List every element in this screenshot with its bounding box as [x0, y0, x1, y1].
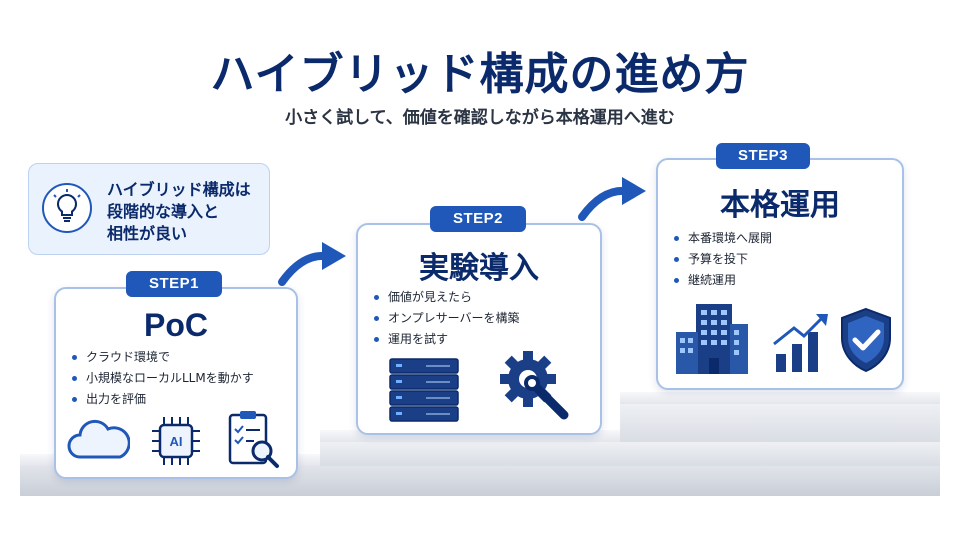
- step3-bullets: 本番環境へ展開 予算を投下 継続運用: [672, 228, 772, 291]
- step3-title: 本格運用: [720, 188, 840, 223]
- arrow-step2-to-step3-icon: [578, 177, 646, 221]
- ai-chip-icon: AI: [152, 417, 200, 465]
- step1-card: PoC クラウド環境で 小規模なローカルLLMを動かす 出力を評価 AI: [54, 287, 298, 479]
- list-item: 予算を投下: [672, 249, 772, 270]
- evaluation-clipboard-icon: [228, 411, 279, 468]
- step1-bullets: クラウド環境で 小規模なローカルLLMを動かす 出力を評価: [70, 347, 254, 410]
- lightbulb-icon: [42, 183, 92, 233]
- step1-title: PoC: [144, 307, 208, 343]
- arrow-step1-to-step2-icon: [278, 242, 346, 286]
- list-item: クラウド環境で: [70, 347, 254, 368]
- security-shield-icon: [841, 307, 891, 373]
- step2-badge: STEP2: [430, 206, 526, 232]
- step2-bullets: 価値が見えたら オンプレサーバーを構築 運用を試す: [372, 287, 520, 350]
- info-line-3: 相性が良い: [107, 224, 188, 243]
- list-item: 本番環境へ展開: [672, 228, 772, 249]
- list-item: 価値が見えたら: [372, 287, 520, 308]
- step3-card: 本格運用 本番環境へ展開 予算を投下 継続運用: [656, 158, 904, 390]
- page-subtitle: 小さく試して、価値を確認しながら本格運用へ進む: [285, 108, 675, 128]
- step3-badge: STEP3: [716, 143, 810, 169]
- info-line-1: ハイブリッド構成は: [107, 180, 251, 199]
- gear-wrench-icon: [500, 351, 569, 420]
- info-box: ハイブリッド構成は 段階的な導入と 相性が良い: [28, 163, 270, 255]
- list-item: オンプレサーバーを構築: [372, 308, 520, 329]
- server-rack-icon: [389, 358, 459, 422]
- page-title: ハイブリッド構成の進め方: [210, 49, 750, 100]
- info-line-2: 段階的な導入と: [107, 202, 220, 221]
- growth-chart-icon: [773, 314, 828, 372]
- chip-label: AI: [170, 434, 183, 449]
- step2-title: 実験導入: [419, 251, 539, 286]
- info-text: ハイブリッド構成は 段階的な導入と 相性が良い: [107, 179, 263, 245]
- list-item: 継続運用: [672, 270, 772, 291]
- cloud-icon: [67, 419, 130, 459]
- list-item: 運用を試す: [372, 329, 520, 350]
- office-building-icon: [676, 304, 748, 374]
- step1-badge: STEP1: [126, 271, 222, 297]
- list-item: 出力を評価: [70, 389, 254, 410]
- step2-card: 実験導入 価値が見えたら オンプレサーバーを構築 運用を試す: [356, 223, 602, 435]
- list-item: 小規模なローカルLLMを動かす: [70, 368, 254, 389]
